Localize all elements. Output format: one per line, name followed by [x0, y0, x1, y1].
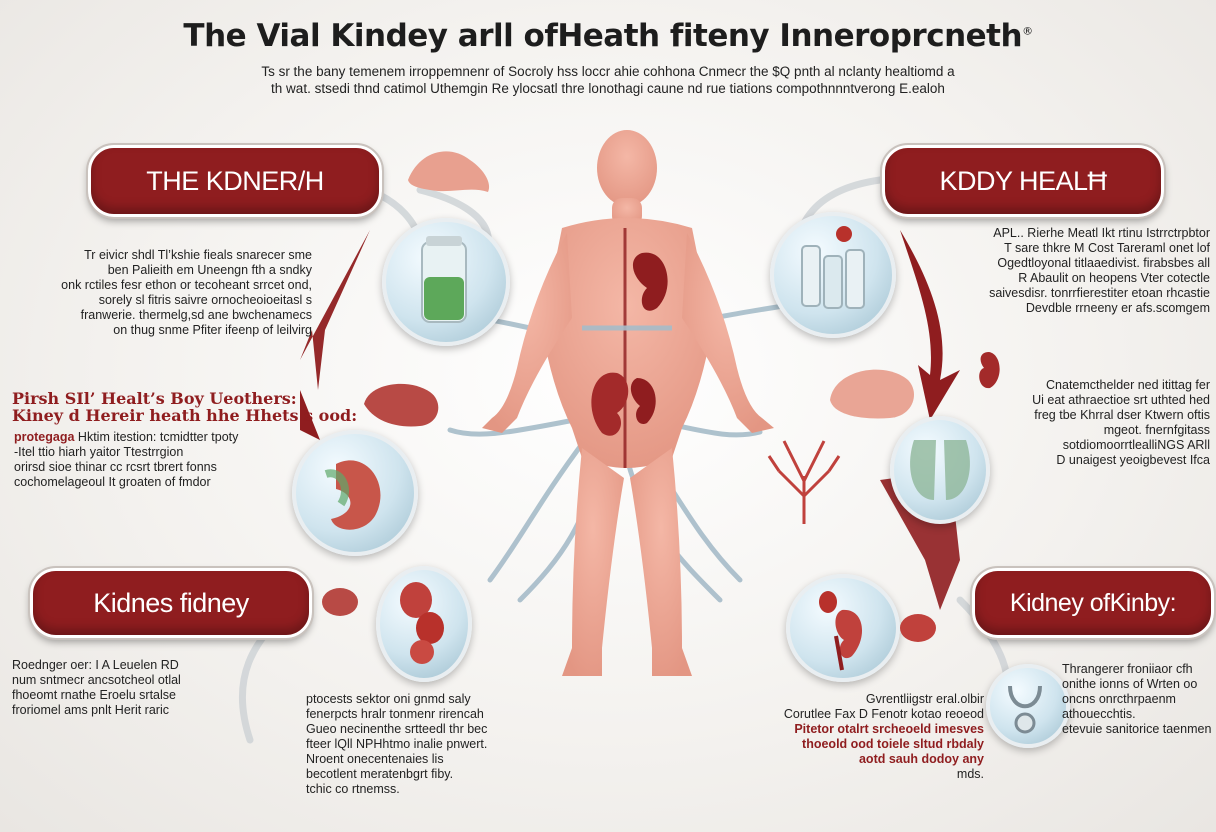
subtitle-line: Ts sr the bany temenem irroppemnenr of S… — [261, 64, 955, 79]
subtitle: Ts sr the bany temenem irroppemnenr of S… — [150, 63, 1066, 97]
small-organ-icon — [322, 588, 358, 616]
kidney-circle-left — [292, 430, 418, 556]
text-line: D unaigest yeoigbevest Ifca — [1056, 453, 1210, 467]
stethoscope-icon — [1008, 685, 1042, 734]
heading-line: Pitetor otalrt srcheoeld imesves — [794, 722, 984, 736]
text-heading-left-mid: Pirsh SIl’ Healt’s Boy Ueothers: Kiney d… — [12, 389, 358, 425]
jar-icon — [421, 236, 467, 323]
text-line: T sare thkre M Cost Tareraml onet lof — [1004, 241, 1210, 255]
text-line: thoeold ood toiele sltud rbdaly — [802, 737, 984, 751]
text-line: athouecchtis. — [1062, 707, 1136, 721]
text-line: mds. — [956, 767, 984, 781]
text-line: fteer lQll NPHhtmo inalie pnwert. — [306, 737, 488, 751]
text-line: ben Palieith em Uneengn fth a sndky — [107, 263, 312, 277]
text-line: Ui eat athraectioe srt uthted hed — [1032, 393, 1210, 407]
text-line: fhoeomt rnathe Eroelu srtalse — [12, 688, 176, 702]
page-title: The Vial Kindey arll ofHeath fiteny Inne… — [183, 18, 1033, 54]
text-line: orirsd sioe thinar cc rcsrt tbrert fonns — [14, 460, 217, 474]
text-block-left-bottom: Roednger oer: I A Leuelen RD num sntmecr… — [12, 658, 222, 718]
label-bottom-right: Kidney ofKinby: — [970, 566, 1216, 640]
text-line: Thrangerer froniiaor cfh — [1062, 662, 1193, 676]
kidney-icon — [591, 252, 668, 436]
text-line: Devdble rrneeny er afs.scomgem — [1025, 301, 1210, 315]
heading-line: Pirsh SIl’ Healt’s Boy Ueothers: — [12, 389, 297, 408]
text-line: franwerie. thermelg,sd ane bwchenamecs — [80, 308, 312, 322]
text-block-left-top: Tr eivicr shdl Tl’kshie fieals snarecer … — [22, 248, 312, 338]
text-line: freg tbe Khrral dser Ktwern oftis — [1034, 408, 1210, 422]
text-line: -Itel ttio hiarh yaitor Ttestrrgion — [14, 445, 184, 459]
lungs-circle-right — [890, 416, 990, 524]
text-line: onk rctiles fesr ethon or tecoheant srrc… — [61, 278, 312, 292]
text-line: APL.. Rierhe Meatl Ikt rtinu Istrrctrpbt… — [993, 226, 1210, 240]
kidney-bean-icon — [979, 352, 1000, 389]
text-line: fenerpcts hralr tonmenr rirencah — [306, 707, 484, 721]
text-line: num sntmecr ancsotcheol otlal — [12, 673, 181, 687]
text-line: becotlent meratenbgrt fiby. — [306, 767, 454, 781]
text-line: mgeot. fnernfgitass — [1103, 423, 1210, 437]
text-line: Tr eivicr shdl Tl’kshie fieals snarecer … — [84, 248, 312, 262]
bottles-icon — [801, 226, 865, 309]
subtitle-line: th wat. stsedi thnd catimol Uthemgin Re … — [271, 81, 945, 96]
text-line: etevuie sanitorice taenmen — [1062, 722, 1212, 736]
title-mark: ® — [1022, 24, 1033, 38]
text-block-right-mid: Cnatemcthelder ned itittag fer Ui eat at… — [996, 378, 1210, 468]
text-line: Ogedtloyonal titlaaedivist. firabsbes al… — [997, 256, 1210, 270]
text-line: Gvrentliigstr eral.olbir — [865, 692, 984, 706]
text-line: Hktim itestion: tcmidtter tpoty — [74, 430, 239, 444]
label-top-right: KDDY HEALĦ — [880, 143, 1166, 219]
kidney-icon — [324, 460, 381, 530]
jar-circle — [382, 218, 510, 346]
text-line: R Abaulit on heopens Vter cotectle — [1018, 271, 1210, 285]
lungs-icon — [910, 440, 970, 500]
text-block-left-mid: protegaga Hktim itestion: tcmidtter tpot… — [14, 430, 314, 490]
liver-icon — [830, 369, 914, 419]
text-line: froriomel ams pnlt Herit raric — [12, 703, 169, 717]
text-line: cochomelageoul It groaten of fmdor — [14, 475, 211, 489]
heading-line: protegaga — [14, 430, 75, 444]
lungs-tree-icon — [767, 440, 841, 524]
text-line: Nroent onecentenaies lis — [306, 752, 444, 766]
small-organ-icon — [900, 614, 936, 642]
cells-icon — [400, 582, 444, 664]
text-line: Gueo necinenthe srtteedl thr bec — [306, 722, 488, 736]
human-body-figure — [482, 130, 774, 676]
liver-icon — [364, 383, 439, 427]
label-bottom-left: Kidnes fidney — [28, 566, 314, 640]
text-line: Roednger oer: I A Leuelen RD — [12, 658, 179, 672]
bottles-circle — [770, 212, 896, 338]
text-block-right-bottom: Thrangerer froniiaor cfh onithe ionns of… — [1062, 662, 1212, 737]
hand-organ-icon — [408, 151, 490, 192]
text-line: oncns onrcthrpaenm — [1062, 692, 1176, 706]
text-line: aotd sauh dodoy any — [858, 752, 984, 766]
text-line: Corutlee Fax D Fenotr kotao reoeod — [783, 707, 984, 721]
text-line: tchic co rtnemss. — [306, 782, 400, 796]
label-top-left: THE KDNER/H — [86, 143, 384, 219]
heading-line: Kiney d Hereir heath hhe Hhets s ood: — [12, 406, 358, 425]
kidney-icon — [819, 591, 863, 671]
text-line: sorely sl fitris saivre ornocheoioeitasl… — [98, 293, 312, 307]
kidney-circle-right — [786, 574, 900, 682]
text-line: onithe ionns of Wrten oo — [1062, 677, 1198, 691]
text-line: on thug snme Pfiter ifeenp of leilvirg — [113, 323, 312, 337]
text-line: ptocests sektor oni gnmd saly — [306, 692, 471, 706]
text-block-right-top: APL.. Rierhe Meatl Ikt rtinu Istrrctrpbt… — [930, 226, 1210, 316]
text-block-right-center-bottom: Gvrentliigstr eral.olbir Corutlee Fax D … — [752, 692, 984, 782]
text-line: Cnatemcthelder ned itittag fer — [1046, 378, 1210, 392]
stethoscope-circle — [986, 664, 1070, 748]
cells-circle-left — [376, 566, 472, 682]
text-line: saivesdisr. tonrrfierestiter etoan rhcas… — [989, 286, 1210, 300]
text-block-center-bottom: ptocests sektor oni gnmd saly fenerpcts … — [306, 692, 536, 797]
text-line: sotdiomoorrtlealliNGS ARll — [1062, 438, 1210, 452]
